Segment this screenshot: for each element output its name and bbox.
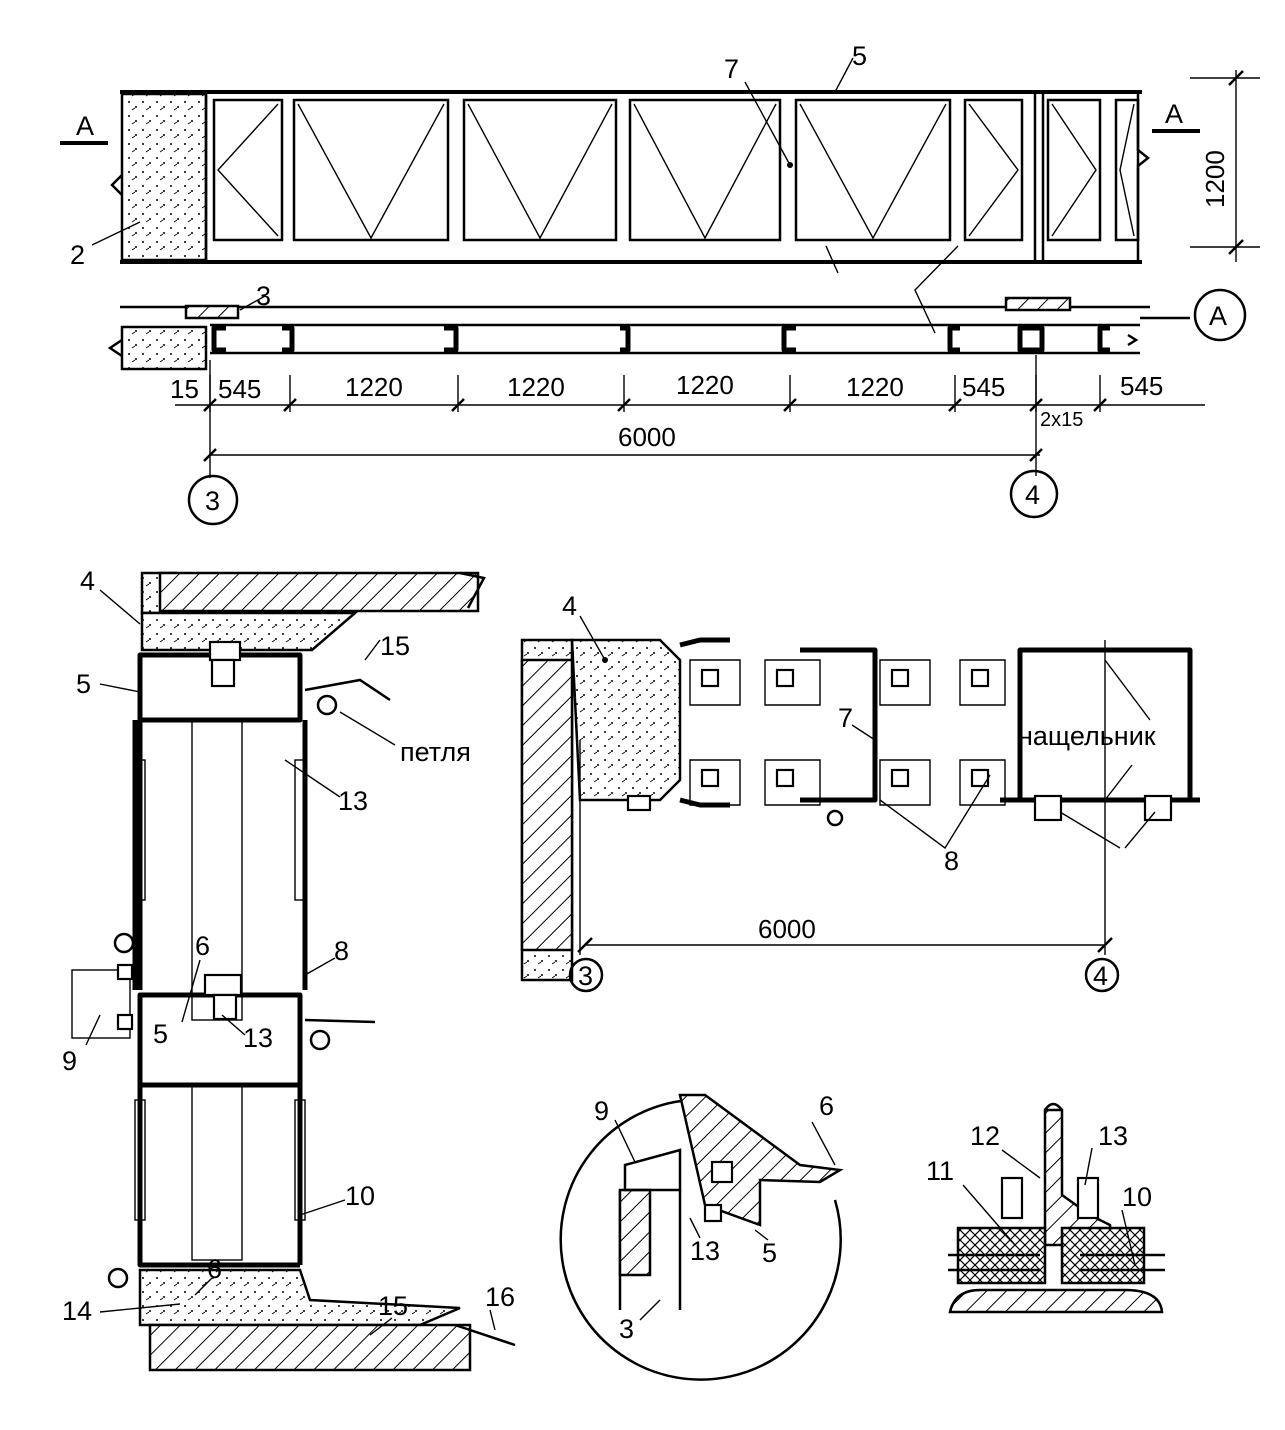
channel-profile [800, 647, 878, 803]
bolt-icon [970, 668, 990, 688]
label-strip: нащельник [1018, 721, 1156, 751]
callout-3-node: 3 [619, 1314, 634, 1344]
callout-10-joint: 10 [1122, 1182, 1152, 1212]
callout-5-section-top: 5 [76, 669, 91, 699]
callout-15-top: 15 [380, 631, 410, 661]
truss-diagonal [968, 103, 1019, 237]
callout-9-section: 9 [62, 1046, 77, 1076]
callout-5-node: 5 [762, 1238, 777, 1268]
section-mark-right: А [1152, 99, 1200, 133]
elevation-callouts: 2 5 7 [70, 41, 959, 334]
panel-segment [764, 659, 821, 706]
callout-13-node: 13 [690, 1236, 720, 1266]
dim-1220-2: 1220 [507, 372, 565, 402]
callout-14: 14 [62, 1296, 92, 1326]
truss-diagonal [633, 103, 777, 240]
callout-8-section: 8 [334, 936, 349, 966]
callout-15-bottom: 15 [378, 1291, 408, 1321]
truss-frame [1046, 98, 1102, 242]
bolt-icon [890, 768, 910, 788]
bolt-icon [775, 768, 795, 788]
panel-segment [764, 759, 821, 806]
axis-3-top: 3 [205, 486, 220, 516]
truss-frame [212, 98, 284, 242]
callout-4-plan-detail: 4 [562, 591, 577, 621]
truss-diagonal [1119, 103, 1135, 237]
bolt-icon [890, 668, 910, 688]
dim-overall-plan-detail: 6000 [758, 914, 816, 944]
plan-detail [520, 637, 1200, 982]
truss-diagonal [217, 103, 279, 237]
panel-segment [959, 759, 1006, 806]
callout-11: 11 [926, 1156, 954, 1186]
section-callouts: 4 5 15 петля 13 6 8 5 13 9 10 6 15 14 16 [62, 566, 515, 1336]
bolt-icon [700, 768, 720, 788]
plan-view: А 3 [107, 281, 1247, 371]
vertical-section [71, 571, 516, 1372]
truss-diagonal [297, 103, 445, 240]
section-marker-plan: А [1209, 301, 1227, 331]
axis-4-top: 4 [1025, 480, 1040, 510]
callout-6-bottom: 6 [207, 1254, 222, 1284]
callout-7-plan-detail: 7 [838, 703, 853, 733]
truss-frame [462, 98, 618, 242]
bolt-icon [700, 668, 720, 688]
dim-545-left: 545 [218, 374, 261, 404]
callout-12: 12 [970, 1121, 1000, 1151]
panel-segment [959, 659, 1006, 706]
joint-detail: 12 13 11 10 [926, 1102, 1165, 1314]
plan-detail-annotations: 4 7 нащельник 8 6000 3 4 [562, 591, 1156, 993]
panel-segment [689, 659, 741, 706]
callout-3-plan: 3 [256, 281, 271, 311]
truss-frame [628, 98, 782, 242]
callout-5-mid: 5 [153, 1019, 168, 1049]
axis-3-plan-detail: 3 [578, 961, 593, 991]
dim-1220-4: 1220 [846, 372, 904, 402]
panel-segment [879, 759, 931, 806]
panel-segment [879, 659, 931, 706]
height-dim-label: 1200 [1200, 150, 1230, 208]
bolt-icon [970, 768, 990, 788]
elevation-view [110, 90, 1151, 264]
callout-10-section: 10 [345, 1181, 375, 1211]
dim-545-right: 545 [1120, 371, 1163, 401]
callout-9-node: 9 [594, 1096, 609, 1126]
section-marker-right: А [1165, 99, 1183, 129]
node-detail: 9 6 13 5 3 [559, 1091, 844, 1381]
plan-dimension-chain: 15 545 1220 1220 1220 1220 545 545 2x15 … [170, 355, 1205, 526]
label-loop: петля [400, 737, 471, 767]
truss-frame [963, 98, 1024, 242]
callout-2: 2 [70, 240, 85, 270]
callout-5-elevation: 5 [852, 41, 867, 71]
callout-7-elevation: 7 [724, 54, 739, 84]
callout-16: 16 [485, 1282, 515, 1312]
callout-8-plan-detail: 8 [944, 846, 959, 876]
callout-13-joint: 13 [1098, 1121, 1128, 1151]
callout-6-mid: 6 [195, 931, 210, 961]
truss-frame [1114, 98, 1140, 242]
height-dimension: 1200 [1190, 70, 1260, 262]
section-mark-left: А [60, 111, 108, 145]
dim-overall: 6000 [618, 422, 676, 452]
truss-diagonal [1051, 103, 1097, 237]
truss-diagonal [467, 103, 613, 240]
bolt-icon [775, 668, 795, 688]
truss-frame [794, 98, 952, 242]
callout-13-mid: 13 [243, 1023, 273, 1053]
callout-4-section: 4 [80, 566, 95, 596]
section-marker-left: А [76, 111, 94, 141]
callout-6-node: 6 [819, 1091, 834, 1121]
dim-545-mid: 545 [962, 372, 1005, 402]
frame-panels [212, 98, 1140, 242]
dim-1220-3: 1220 [676, 370, 734, 400]
dim-15: 15 [170, 374, 199, 404]
truss-diagonal [799, 103, 947, 240]
axis-4-plan-detail: 4 [1093, 961, 1108, 991]
callout-13-top: 13 [338, 786, 368, 816]
dim-joint: 2x15 [1040, 409, 1083, 431]
dim-1220-1: 1220 [345, 372, 403, 402]
panel-segment [689, 759, 741, 806]
truss-frame [292, 98, 450, 242]
